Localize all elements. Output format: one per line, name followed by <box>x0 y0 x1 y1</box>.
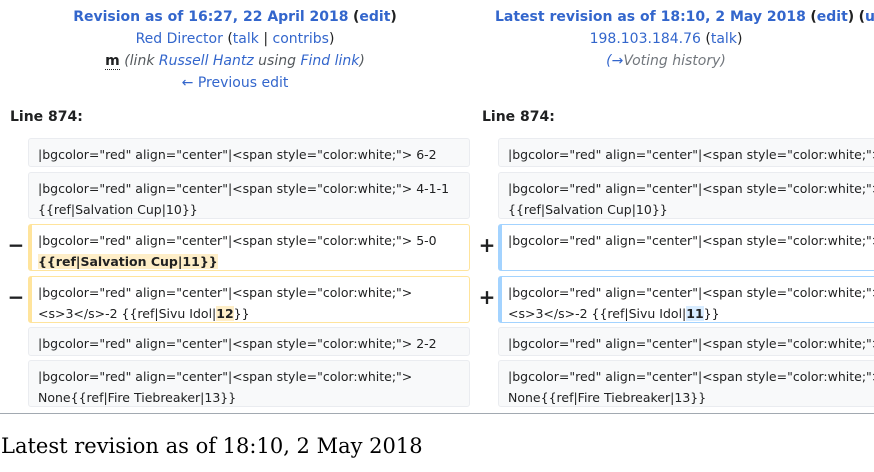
paren: ( <box>227 31 233 47</box>
summary-mid: using <box>253 53 301 69</box>
context-line-left: |bgcolor="red" align="center"|<span styl… <box>28 360 470 407</box>
revision-heading: Latest revision as of 18:10, 2 May 2018 <box>1 434 423 458</box>
context-text: |bgcolor="red" align="center"|<span styl… <box>38 181 450 196</box>
old-edit-link[interactable]: edit <box>359 9 391 25</box>
context-text: None{{ref|Fire Tiebreaker|13}} <box>508 390 707 405</box>
paren: ) <box>847 9 855 25</box>
context-line-left: |bgcolor="red" align="center"|<span styl… <box>28 327 470 356</box>
deleted-text: <s>3</s>-2 {{ref|Sivu Idol| <box>38 306 217 321</box>
undo-link[interactable]: u <box>865 9 874 25</box>
added-text: }} <box>703 306 720 321</box>
deleted-text: }} <box>233 306 250 321</box>
summary-prefix: (link <box>124 53 159 69</box>
deleted-word: 12 <box>216 306 234 321</box>
summary-link-find-link[interactable]: Find link <box>300 53 360 69</box>
paren: ( <box>810 9 817 25</box>
paren: ) <box>390 9 397 25</box>
added-text: |bgcolor="red" align="center"|<span styl… <box>508 233 874 248</box>
added-word: 11 <box>686 306 704 321</box>
context-line-left: |bgcolor="red" align="center"|<span styl… <box>28 138 470 167</box>
added-line: |bgcolor="red" align="center"|<span styl… <box>498 276 874 323</box>
added-line: |bgcolor="red" align="center"|<span styl… <box>498 224 874 271</box>
context-text: |bgcolor="red" align="center"|<span styl… <box>508 369 874 384</box>
new-user-talk-link[interactable]: talk <box>710 31 737 47</box>
context-text: |bgcolor="red" align="center"|<span styl… <box>508 147 874 162</box>
deleted-text: |bgcolor="red" align="center"|<span styl… <box>38 233 437 248</box>
previous-edit-link[interactable]: ← Previous edit <box>181 75 289 91</box>
paren: ( <box>352 9 360 25</box>
context-text: |bgcolor="red" align="center"|<span styl… <box>508 181 874 196</box>
paren: ( <box>705 31 711 47</box>
summary-close: ) <box>720 53 726 69</box>
deleted-word: {{ref|Salvation Cup|11}} <box>38 254 218 269</box>
deleted-line-marker: − <box>7 233 25 257</box>
context-text: |bgcolor="red" align="center"|<span styl… <box>508 336 874 351</box>
deleted-line: |bgcolor="red" align="center"|<span styl… <box>28 224 470 271</box>
added-line-marker: + <box>478 285 496 309</box>
new-revision-header: Latest revision as of 18:10, 2 May 2018 … <box>470 6 874 72</box>
context-line-right: |bgcolor="red" align="center"|<span styl… <box>498 327 874 356</box>
paren: ) <box>736 31 743 47</box>
context-line-right: |bgcolor="red" align="center"|<span styl… <box>498 138 874 167</box>
divider <box>0 413 874 414</box>
deleted-line-marker: − <box>7 285 25 309</box>
context-text: {{ref|Salvation Cup|10}} <box>508 202 668 217</box>
deleted-text: |bgcolor="red" align="center"|<span styl… <box>38 285 413 300</box>
new-edit-link[interactable]: edit <box>816 9 848 25</box>
line-number-left: Line 874: <box>10 109 83 125</box>
summary-link-russell-hantz[interactable]: Russell Hantz <box>158 53 254 69</box>
context-text: None{{ref|Fire Tiebreaker|13}} <box>38 390 237 405</box>
line-number-right: Line 874: <box>482 109 555 125</box>
paren: ) <box>328 31 335 47</box>
new-revision-link[interactable]: Latest revision as of 18:10, 2 May 2018 <box>494 9 806 25</box>
context-text: {{ref|Salvation Cup|10}} <box>38 202 198 217</box>
context-text: |bgcolor="red" align="center"|<span styl… <box>38 336 437 351</box>
minor-edit-badge: m <box>105 53 120 70</box>
old-revision-link[interactable]: Revision as of 16:27, 22 April 2018 <box>73 9 349 25</box>
deleted-line: |bgcolor="red" align="center"|<span styl… <box>28 276 470 323</box>
new-user-link[interactable]: 198.103.184.76 <box>589 31 701 47</box>
section-arrow-link[interactable]: (→ <box>606 53 624 69</box>
context-line-right: |bgcolor="red" align="center"|<span styl… <box>498 360 874 407</box>
context-line-right: |bgcolor="red" align="center"|<span styl… <box>498 172 874 219</box>
added-line-marker: + <box>478 233 496 257</box>
summary-suffix: ) <box>359 53 365 69</box>
separator: | <box>263 31 269 47</box>
old-user-contribs-link[interactable]: contribs <box>272 31 329 47</box>
edit-summary: (→Voting history) <box>606 53 726 69</box>
context-line-left: |bgcolor="red" align="center"|<span styl… <box>28 172 470 219</box>
summary-section-name: Voting history <box>623 53 721 69</box>
context-text: |bgcolor="red" align="center"|<span styl… <box>38 147 437 162</box>
added-text: <s>3</s>-2 {{ref|Sivu Idol| <box>508 306 687 321</box>
context-text: |bgcolor="red" align="center"|<span styl… <box>38 369 413 384</box>
old-user-talk-link[interactable]: talk <box>232 31 259 47</box>
old-user-link[interactable]: Red Director <box>135 31 223 47</box>
old-revision-header: Revision as of 16:27, 22 April 2018 (edi… <box>0 6 470 94</box>
edit-summary: (link Russell Hantz using Find link) <box>124 53 365 69</box>
paren: ( <box>858 9 866 25</box>
added-text: |bgcolor="red" align="center"|<span styl… <box>508 285 874 300</box>
